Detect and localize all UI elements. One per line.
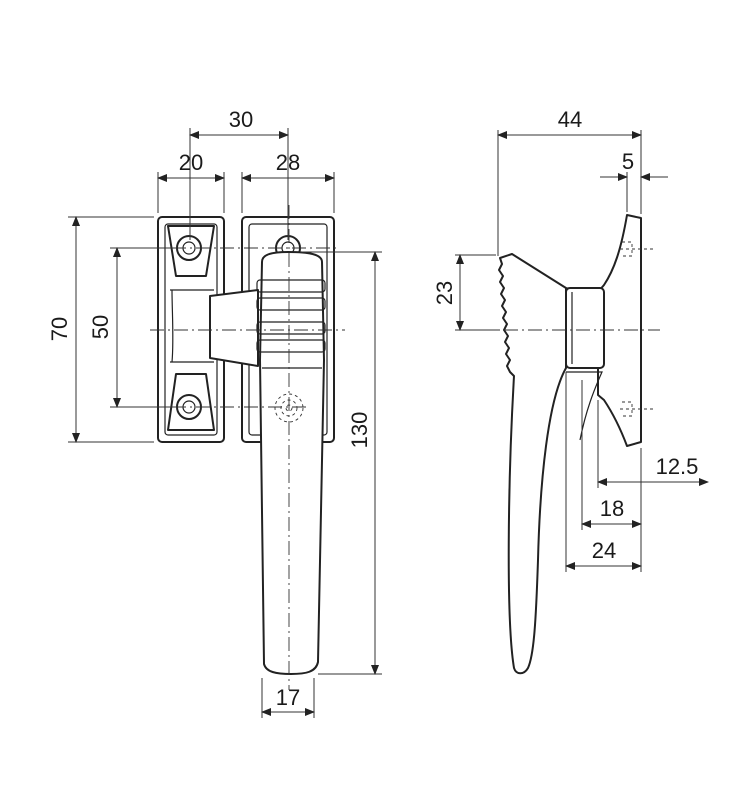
handle-profile <box>498 253 603 675</box>
dim-70: 70 <box>47 317 72 341</box>
dim-5: 5 <box>622 149 634 174</box>
mounting-plate <box>597 214 656 447</box>
left-bracket <box>157 216 225 443</box>
dim-30: 30 <box>229 107 253 132</box>
dim-44: 44 <box>558 107 582 132</box>
dim-23: 23 <box>432 281 457 305</box>
side-view: 44 5 23 12.5 18 24 <box>432 107 709 675</box>
dim-12-5: 12.5 <box>656 454 699 479</box>
dim-24: 24 <box>592 538 616 563</box>
dim-18: 18 <box>600 496 624 521</box>
dim-17: 17 <box>276 685 300 710</box>
handle <box>256 251 326 675</box>
dim-28: 28 <box>276 150 300 175</box>
front-view: 30 20 28 70 50 130 17 <box>47 107 382 718</box>
dim-130: 130 <box>347 412 372 449</box>
dim-20: 20 <box>179 150 203 175</box>
spindle <box>209 289 259 367</box>
dim-50: 50 <box>88 315 113 339</box>
